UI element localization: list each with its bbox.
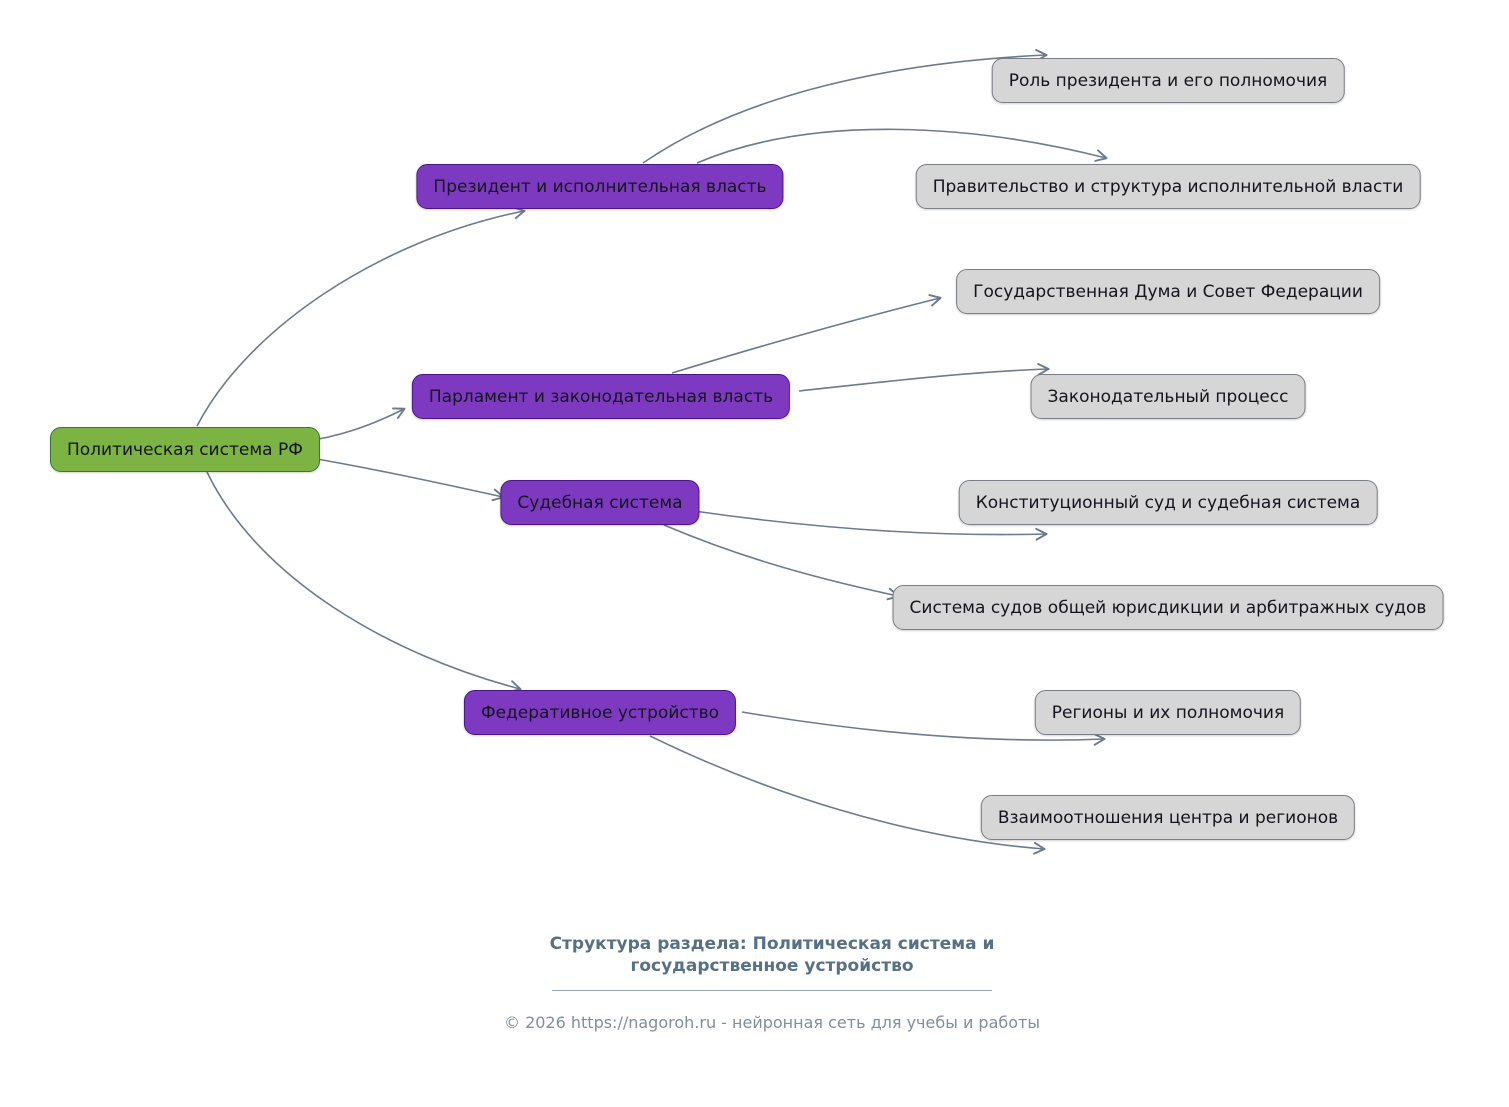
edge-root-president bbox=[196, 206, 526, 427]
node-judicial-system: Судебная система bbox=[500, 480, 700, 525]
footer-title: Структура раздела: Политическая система … bbox=[549, 934, 995, 977]
footer-copyright: © 2026 https://nagoroh.ru - нейронная се… bbox=[503, 1013, 1040, 1033]
edge-federal-center-regions bbox=[649, 735, 1046, 855]
edge-root-judicial bbox=[299, 455, 505, 502]
node-general-arbitration-courts: Система судов общей юрисдикции и арбитра… bbox=[892, 585, 1444, 630]
footer-divider bbox=[552, 990, 992, 992]
node-federal-structure: Федеративное устройство bbox=[463, 690, 737, 735]
edge-president-government bbox=[696, 128, 1108, 164]
edge-federal-regions bbox=[741, 711, 1106, 746]
footer: Структура раздела: Политическая система … bbox=[452, 933, 1092, 1032]
node-government-executive-structure: Правительство и структура исполнительной… bbox=[915, 164, 1421, 209]
node-center-regions-relations: Взаимоотношения центра и регионов bbox=[980, 795, 1356, 840]
node-duma-federation-council: Государственная Дума и Совет Федерации bbox=[956, 269, 1380, 314]
edge-judicial-constitutional-court bbox=[693, 510, 1048, 541]
node-president-executive: Президент и исполнительная власть bbox=[416, 164, 784, 209]
edge-president-role bbox=[642, 49, 1048, 164]
node-parliament-legislative: Парламент и законодательная власть bbox=[411, 374, 791, 419]
node-legislative-process: Законодательный процесс bbox=[1030, 374, 1306, 419]
node-regions-powers: Регионы и их полномочия bbox=[1034, 690, 1302, 735]
edge-parliament-legislative-process bbox=[798, 362, 1050, 392]
edge-parliament-duma bbox=[671, 294, 942, 374]
edge-root-federal bbox=[206, 471, 522, 693]
node-constitutional-court: Конституционный суд и судебная система bbox=[958, 480, 1378, 525]
node-president-role: Роль президента и его полномочия bbox=[991, 58, 1345, 103]
edge-judicial-courts-system bbox=[663, 524, 900, 601]
node-root-political-system: Политическая система РФ bbox=[50, 427, 320, 472]
